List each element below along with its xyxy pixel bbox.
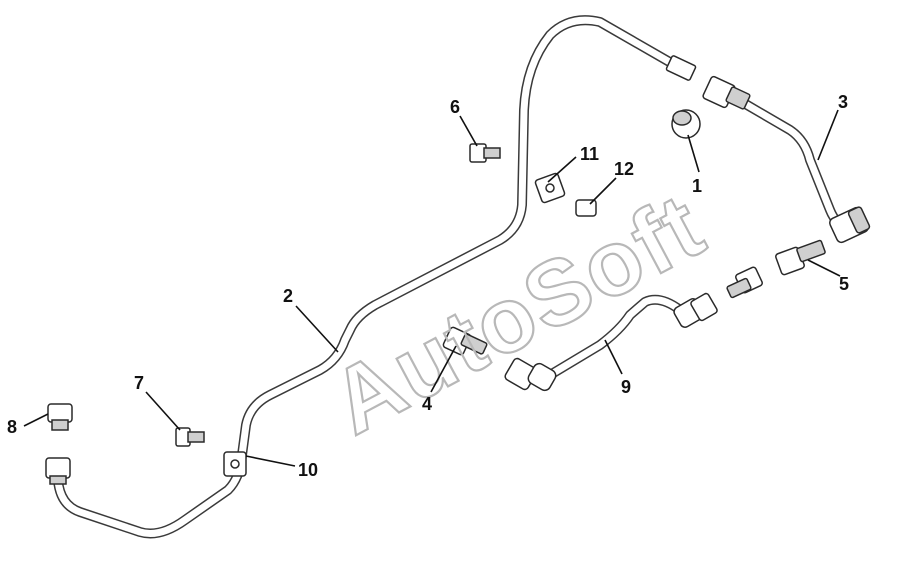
- callout-10: 10: [298, 460, 318, 480]
- leader-lines: [23, 109, 841, 467]
- clip-11: [534, 172, 566, 204]
- callout-8: 8: [7, 417, 17, 437]
- nut-12: [575, 199, 597, 217]
- callout-11: 11: [580, 144, 599, 164]
- callout-7: 7: [134, 373, 144, 393]
- connector-5: [775, 239, 826, 276]
- callout-3: 3: [838, 92, 848, 112]
- bolt-7: [175, 427, 205, 447]
- connector-4: [442, 326, 488, 356]
- callout-4: 4: [422, 394, 432, 414]
- clip-10: [223, 451, 247, 477]
- callout-1: 1: [692, 176, 702, 196]
- callout-12: 12: [614, 159, 634, 179]
- callout-6: 6: [450, 97, 460, 117]
- tube-9-elbow-left: [504, 357, 557, 392]
- bolt-6: [469, 143, 501, 163]
- tube-3-end-fitting: [828, 206, 871, 244]
- tube-9: [540, 294, 685, 383]
- callout-5: 5: [839, 274, 849, 294]
- tube-3: [737, 97, 853, 233]
- callout-2: 2: [283, 286, 293, 306]
- tube-2: [53, 15, 685, 539]
- fitting-8: [45, 403, 73, 485]
- connector-9-top: [726, 266, 763, 299]
- callout-9: 9: [621, 377, 631, 397]
- cap-1: [671, 109, 701, 139]
- tube-end-fittings-top: [665, 55, 751, 110]
- tube-9-elbow-right: [673, 292, 718, 328]
